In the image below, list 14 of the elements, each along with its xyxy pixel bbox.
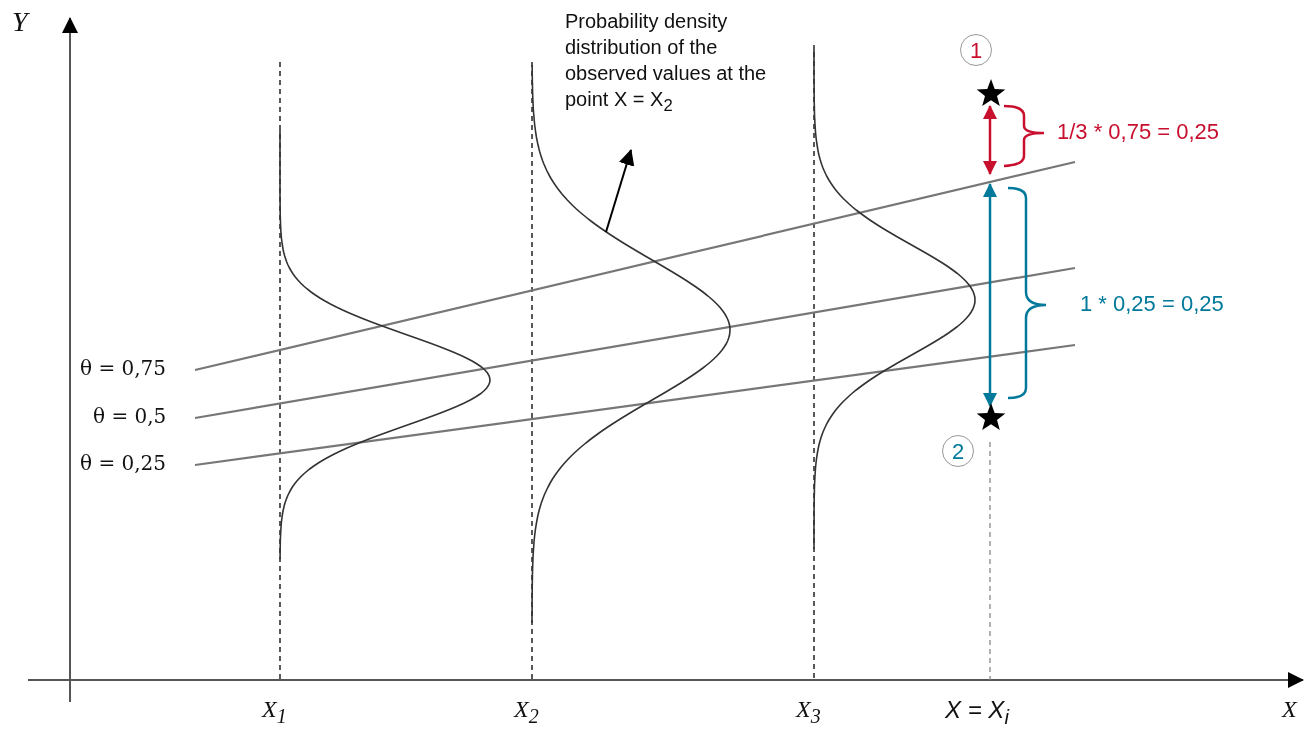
leader-arrow <box>605 149 635 233</box>
formula-label: 1/3 * 0,75 = 0,25 <box>1057 119 1220 145</box>
axis-tick-label: X$_{3}$ <box>796 696 821 728</box>
formula-label: 1 * 0,25 = 0,25 <box>1080 291 1224 317</box>
density-curve <box>531 64 731 624</box>
axis-label: Y <box>12 6 28 39</box>
axis-label: X <box>1282 696 1297 724</box>
quantile-label: θ = 0,75 <box>80 357 167 380</box>
axis-tick-label: X$_{2}$ <box>514 696 539 728</box>
axis-tick-label: X$_{1}$ <box>262 696 287 728</box>
quantile-label: θ = 0,25 <box>80 452 167 475</box>
annotation-text: Probability density distribution of the observed values at the point X = X$_{2}$ <box>565 8 805 117</box>
axis-tick-label: X = X$_{i}$ <box>945 696 1009 729</box>
quantile-label: θ = 0,5 <box>93 405 167 428</box>
